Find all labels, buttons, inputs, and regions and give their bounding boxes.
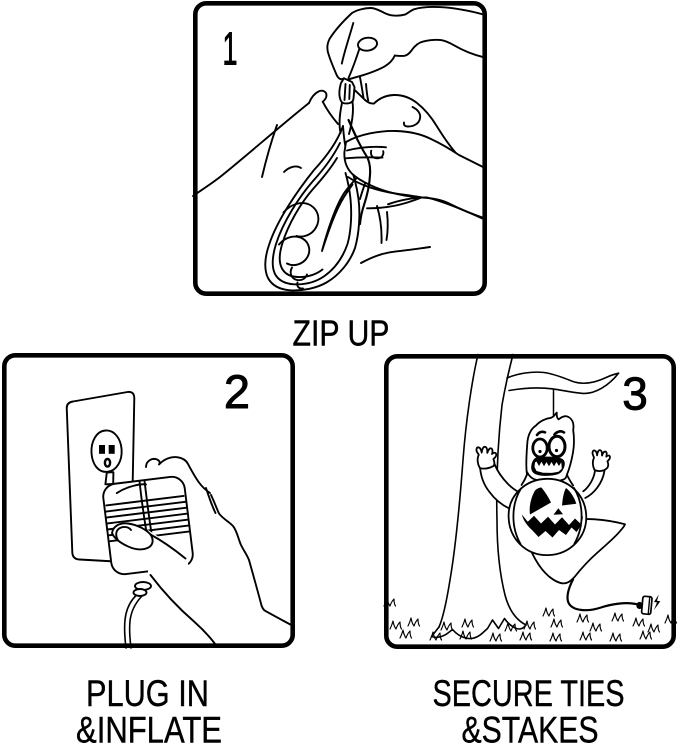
- svg-text:PLUG IN: PLUG IN: [86, 673, 209, 714]
- svg-text:1: 1: [223, 23, 238, 75]
- svg-text:&STAKES: &STAKES: [462, 710, 599, 747]
- svg-text:ZIP UP: ZIP UP: [293, 313, 390, 354]
- svg-text:3: 3: [622, 368, 648, 420]
- svg-text:2: 2: [224, 365, 250, 418]
- svg-text:SECURE TIES: SECURE TIES: [433, 673, 625, 714]
- svg-text:&INFLATE: &INFLATE: [76, 710, 222, 747]
